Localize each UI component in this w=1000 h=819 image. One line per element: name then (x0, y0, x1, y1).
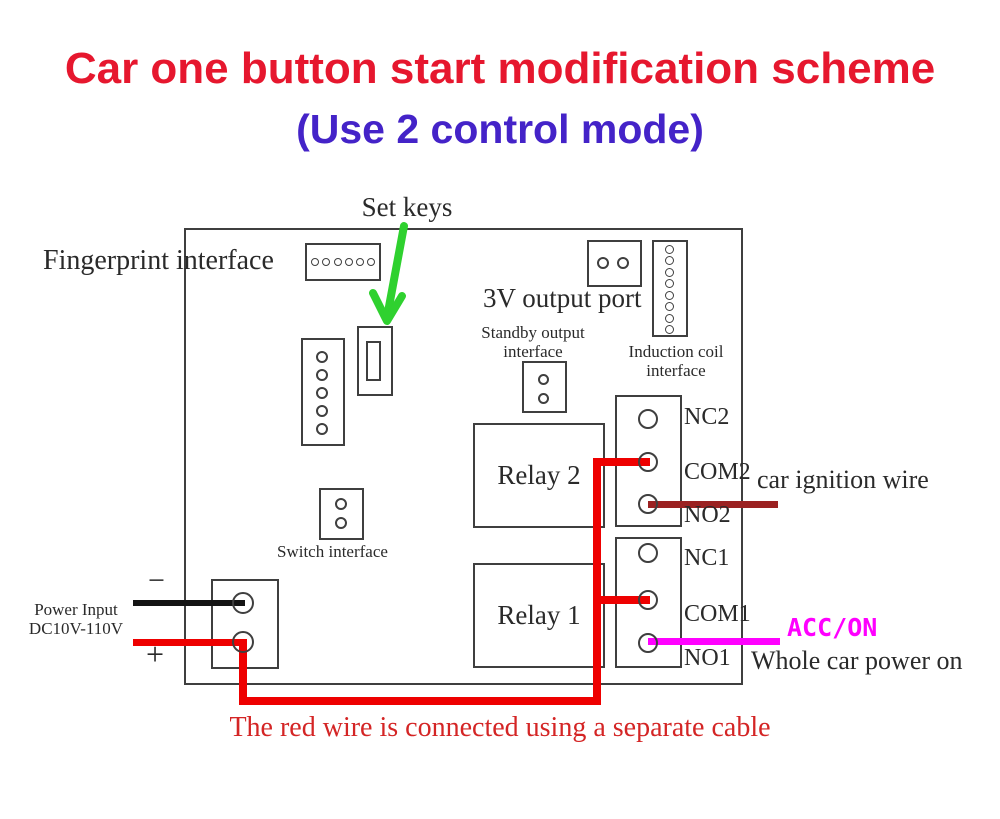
three-volt-output-connector (587, 240, 642, 287)
acc-on-wire-line (648, 638, 780, 645)
terminal-com1-hole (638, 590, 658, 610)
set-keys-button (357, 326, 393, 396)
power-input-label-line2: DC10V-110V (28, 619, 124, 638)
acc-on-label: ACC/ON (787, 613, 878, 642)
terminal-label-nc1: NC1 (684, 545, 730, 571)
pin-hole (322, 258, 330, 266)
standby-output-label-line1: Standby output (481, 323, 585, 342)
relay-2-label: Relay 2 (497, 460, 581, 490)
pin-hole (345, 258, 353, 266)
power-input-label: Power Input DC10V-110V (20, 600, 132, 638)
terminal-nc1-hole (638, 543, 658, 563)
pin-hole (538, 393, 549, 404)
pin-hole (311, 258, 319, 266)
switch-interface-connector (319, 488, 364, 540)
five-pin-connector (301, 338, 345, 446)
pin-hole (597, 257, 609, 269)
terminal-label-com2: COM2 (684, 459, 751, 485)
power-positive-hole (232, 631, 254, 653)
induction-coil-label-line2: interface (646, 361, 706, 380)
fingerprint-connector (305, 243, 381, 281)
bottom-note: The red wire is connected using a separa… (229, 712, 771, 743)
pin-hole (665, 245, 674, 254)
set-keys-label: Set keys (361, 192, 453, 222)
circuit-board-outline (184, 228, 743, 685)
pin-hole (316, 405, 328, 417)
negative-power-wire (133, 600, 245, 606)
power-negative-hole (232, 592, 254, 614)
terminal-label-com1: COM1 (684, 601, 751, 627)
pin-hole (316, 387, 328, 399)
terminal-label-no1: NO1 (684, 645, 731, 671)
pin-hole (367, 258, 375, 266)
pin-hole (617, 257, 629, 269)
red-wire-vertical-right (593, 458, 601, 705)
terminal-no1-hole (638, 633, 658, 653)
car-ignition-wire-label: car ignition wire (757, 465, 929, 494)
pin-hole (538, 374, 549, 385)
page-subtitle: (Use 2 control mode) (296, 106, 704, 152)
induction-coil-label: Induction coil interface (612, 342, 740, 380)
pin-hole (334, 258, 342, 266)
standby-output-label: Standby output interface (467, 323, 599, 361)
standby-output-connector (522, 361, 567, 413)
pin-hole (665, 291, 674, 300)
set-keys-button-actuator (366, 341, 381, 381)
pin-hole (665, 268, 674, 277)
relay-1-label: Relay 1 (497, 600, 581, 630)
pin-hole (356, 258, 364, 266)
induction-coil-label-line1: Induction coil (628, 342, 724, 361)
fingerprint-interface-label: Fingerprint interface (43, 245, 274, 276)
pin-hole (335, 517, 347, 529)
terminal-nc2-hole (638, 409, 658, 429)
pin-hole (316, 423, 328, 435)
red-wire-to-com2 (593, 458, 650, 466)
car-ignition-wire-line (648, 501, 778, 508)
pin-hole (665, 302, 674, 311)
plus-sign: + (146, 636, 165, 672)
minus-sign: − (148, 564, 165, 597)
page-title: Car one button start modification scheme (64, 44, 936, 93)
relay-1-box: Relay 1 (473, 563, 605, 668)
induction-coil-connector (652, 240, 688, 337)
terminal-no2-hole (638, 494, 658, 514)
three-volt-output-label: 3V output port (483, 283, 642, 313)
terminal-label-no2: NO2 (684, 502, 731, 528)
terminal-com2-hole (638, 452, 658, 472)
red-wire-bottom (239, 697, 601, 705)
pin-hole (335, 498, 347, 510)
terminal-label-nc2: NC2 (684, 404, 730, 430)
switch-interface-label: Switch interface (277, 542, 388, 561)
pin-hole (316, 351, 328, 363)
relay-2-box: Relay 2 (473, 423, 605, 528)
pin-hole (316, 369, 328, 381)
whole-car-power-on-label: Whole car power on (751, 646, 963, 675)
pin-hole (665, 314, 674, 323)
power-input-label-line1: Power Input (34, 600, 118, 619)
red-wire-to-com1 (593, 596, 650, 604)
pin-hole (665, 279, 674, 288)
standby-output-label-line2: interface (503, 342, 563, 361)
positive-power-wire (133, 639, 245, 646)
pin-hole (665, 325, 674, 334)
pin-hole (665, 256, 674, 265)
red-wire-vertical-left (239, 639, 247, 705)
